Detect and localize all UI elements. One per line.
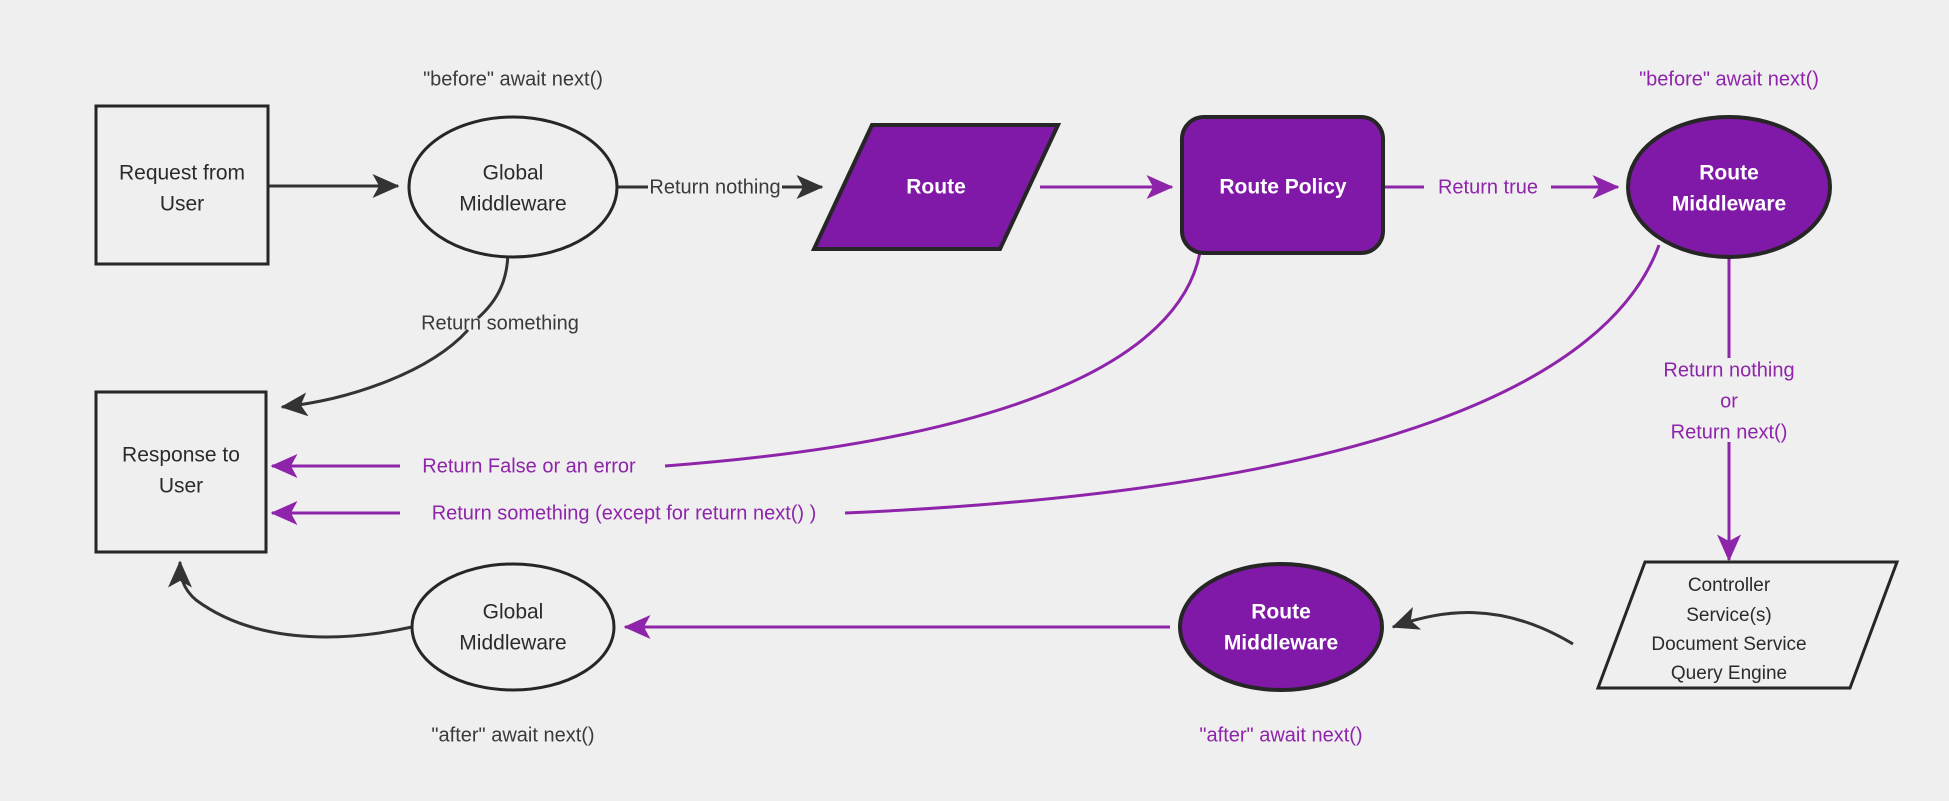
node-route-middleware-after-label-line1: Route bbox=[1251, 601, 1311, 624]
node-route-middleware-after-label-line2: Middleware bbox=[1224, 632, 1338, 655]
node-global-middleware-after[interactable] bbox=[410, 562, 616, 692]
edge-global-middleware-after-to-response bbox=[168, 560, 413, 639]
node-request-from-user[interactable] bbox=[94, 104, 270, 266]
node-route-policy[interactable] bbox=[1180, 115, 1385, 255]
node-response-to-user-label-line1: Response to bbox=[122, 444, 240, 467]
node-controller-services-line2: Service(s) bbox=[1686, 605, 1772, 626]
edge-label-return-nothing-or-next-line3: Return next() bbox=[1671, 421, 1788, 443]
node-global-middleware-after-label-line1: Global bbox=[483, 601, 544, 624]
edge-route-policy-to-response-curve bbox=[664, 251, 1202, 468]
node-route-label: Route bbox=[906, 176, 966, 199]
node-controller-services[interactable] bbox=[1595, 560, 1900, 690]
edge-label-return-something-except: Return something (except for return next… bbox=[432, 502, 817, 524]
annotation-after-await-next-global: "after" await next() bbox=[431, 724, 594, 746]
node-global-middleware-after-label-line2: Middleware bbox=[459, 632, 566, 655]
node-controller-services-line1: Controller bbox=[1688, 575, 1771, 596]
node-route-middleware-before-label-line2: Middleware bbox=[1672, 193, 1786, 216]
edge-label-return-true: Return true bbox=[1438, 176, 1538, 198]
node-route-middleware-after[interactable] bbox=[1178, 562, 1384, 692]
node-response-to-user-label-line2: User bbox=[159, 475, 203, 498]
node-route-middleware-before-label-line1: Route bbox=[1699, 162, 1759, 185]
node-request-from-user-label-line2: User bbox=[160, 193, 204, 216]
node-controller-services-line3: Document Service bbox=[1651, 634, 1806, 655]
node-controller-services-line4: Query Engine bbox=[1671, 663, 1787, 684]
node-global-middleware-before-label-line2: Middleware bbox=[459, 193, 566, 216]
node-route-middleware-before[interactable] bbox=[1626, 115, 1832, 259]
node-route[interactable] bbox=[810, 123, 1062, 251]
node-request-from-user-label-line1: Request from bbox=[119, 162, 245, 185]
annotation-before-await-next-route: "before" await next() bbox=[1639, 68, 1819, 90]
edge-global-middleware-to-response-curve-lower bbox=[280, 328, 470, 417]
annotation-after-await-next-route: "after" await next() bbox=[1199, 724, 1362, 746]
edge-label-return-something: Return something bbox=[421, 312, 579, 334]
edge-controller-to-route-middleware-after bbox=[1391, 607, 1574, 646]
edge-label-return-nothing-or-next-line1: Return nothing bbox=[1663, 359, 1794, 381]
edge-label-return-nothing: Return nothing bbox=[649, 176, 780, 198]
node-response-to-user[interactable] bbox=[94, 390, 268, 554]
node-global-middleware-before[interactable] bbox=[407, 115, 619, 259]
node-global-middleware-before-label-line1: Global bbox=[483, 162, 544, 185]
node-route-policy-label: Route Policy bbox=[1219, 176, 1347, 199]
edge-label-return-false-or-error: Return False or an error bbox=[422, 455, 636, 477]
annotation-before-await-next-global: "before" await next() bbox=[423, 68, 603, 90]
edge-label-return-nothing-or-next-line2: or bbox=[1720, 390, 1738, 412]
edge-route-middleware-to-response-curve bbox=[844, 244, 1661, 515]
edge-global-middleware-to-response-curve-upper bbox=[476, 249, 510, 320]
